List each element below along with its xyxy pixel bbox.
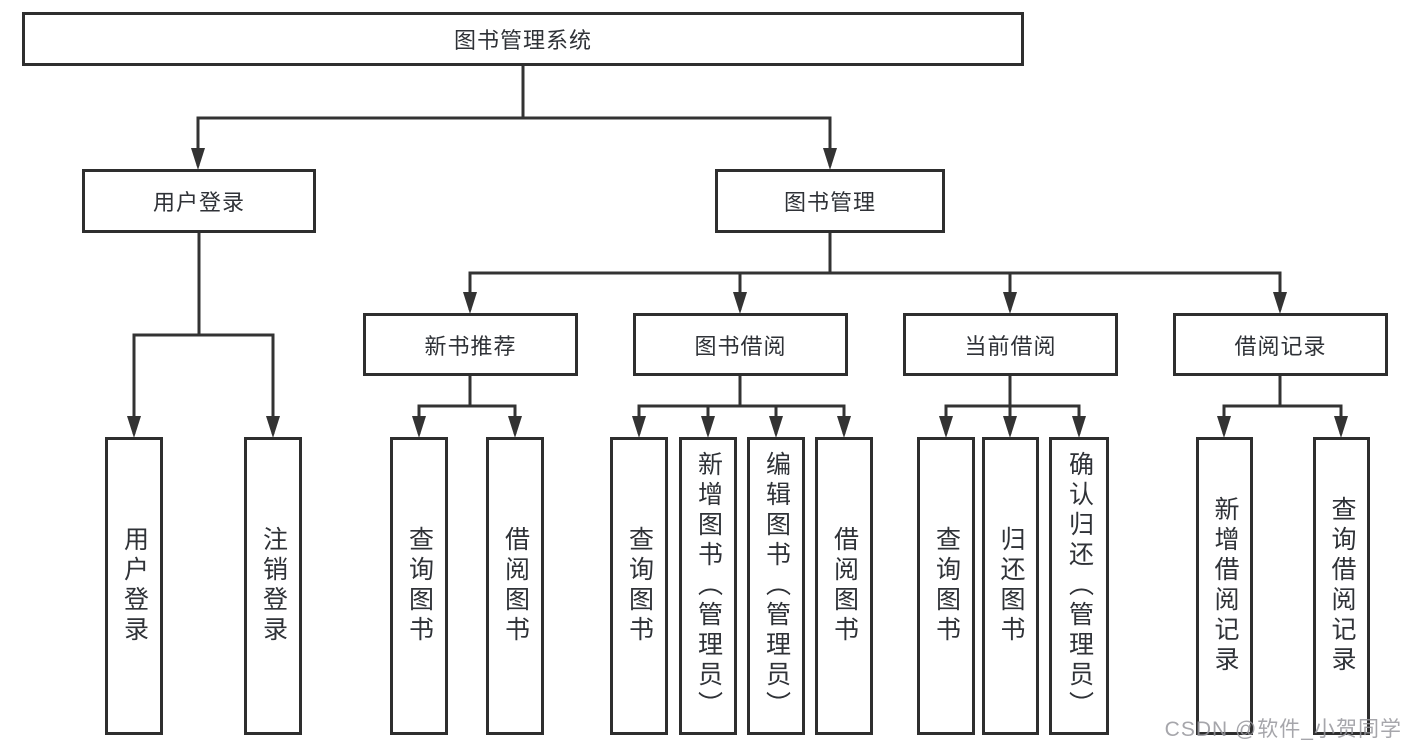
node-book-borrowing: 图书借阅 <box>633 313 848 376</box>
leaf-borrow-books-recommend: 借阅图书 <box>486 437 544 735</box>
leaf-query-books-current-label: 查询图书 <box>932 526 961 646</box>
node-new-book-recommendation-label: 新书推荐 <box>424 333 517 359</box>
arrowhead-icons <box>127 148 1348 438</box>
leaf-edit-book-admin: 编辑图书（管理员） <box>747 437 805 735</box>
leaf-add-borrow-record: 新增借阅记录 <box>1196 437 1253 735</box>
leaf-query-books-current: 查询图书 <box>917 437 975 735</box>
node-user-login-label: 用户登录 <box>152 190 245 215</box>
leaf-user-login-label: 用户登录 <box>120 526 149 646</box>
leaf-logout-label: 注销登录 <box>259 526 288 646</box>
node-root: 图书管理系统 <box>22 12 1024 66</box>
leaf-query-books-recommend: 查询图书 <box>390 437 448 735</box>
leaf-edit-book-admin-label: 编辑图书（管理员） <box>762 451 791 721</box>
node-current-borrowing: 当前借阅 <box>903 313 1118 376</box>
leaf-add-book-admin: 新增图书（管理员） <box>679 437 737 735</box>
leaf-query-books-recommend-label: 查询图书 <box>405 526 434 646</box>
leaf-return-books: 归还图书 <box>982 437 1039 735</box>
leaf-confirm-return-admin-label: 确认归还（管理员） <box>1065 451 1094 721</box>
node-borrowing-records-label: 借阅记录 <box>1234 333 1327 359</box>
node-new-book-recommendation: 新书推荐 <box>363 313 578 376</box>
leaf-borrow-books-label: 借阅图书 <box>830 526 859 646</box>
node-borrowing-records: 借阅记录 <box>1173 313 1388 376</box>
leaf-logout: 注销登录 <box>244 437 302 735</box>
leaf-add-borrow-record-label: 新增借阅记录 <box>1211 496 1239 676</box>
leaf-query-borrow-record-label: 查询借阅记录 <box>1328 496 1356 676</box>
leaf-borrow-books: 借阅图书 <box>815 437 873 735</box>
node-user-login: 用户登录 <box>82 169 316 233</box>
leaf-query-borrow-record: 查询借阅记录 <box>1313 437 1370 735</box>
node-book-borrowing-label: 图书借阅 <box>694 333 787 359</box>
leaf-return-books-label: 归还图书 <box>997 526 1025 646</box>
node-current-borrowing-label: 当前借阅 <box>964 333 1057 359</box>
leaf-user-login: 用户登录 <box>105 437 163 735</box>
node-book-management: 图书管理 <box>715 169 945 233</box>
leaf-query-books-borrow-label: 查询图书 <box>625 526 654 646</box>
leaf-borrow-books-recommend-label: 借阅图书 <box>501 526 530 646</box>
leaf-query-books-borrow: 查询图书 <box>610 437 668 735</box>
node-book-management-label: 图书管理 <box>783 190 876 215</box>
node-root-label: 图书管理系统 <box>453 28 592 53</box>
leaf-add-book-admin-label: 新增图书（管理员） <box>694 451 723 721</box>
leaf-confirm-return-admin: 确认归还（管理员） <box>1049 437 1109 735</box>
